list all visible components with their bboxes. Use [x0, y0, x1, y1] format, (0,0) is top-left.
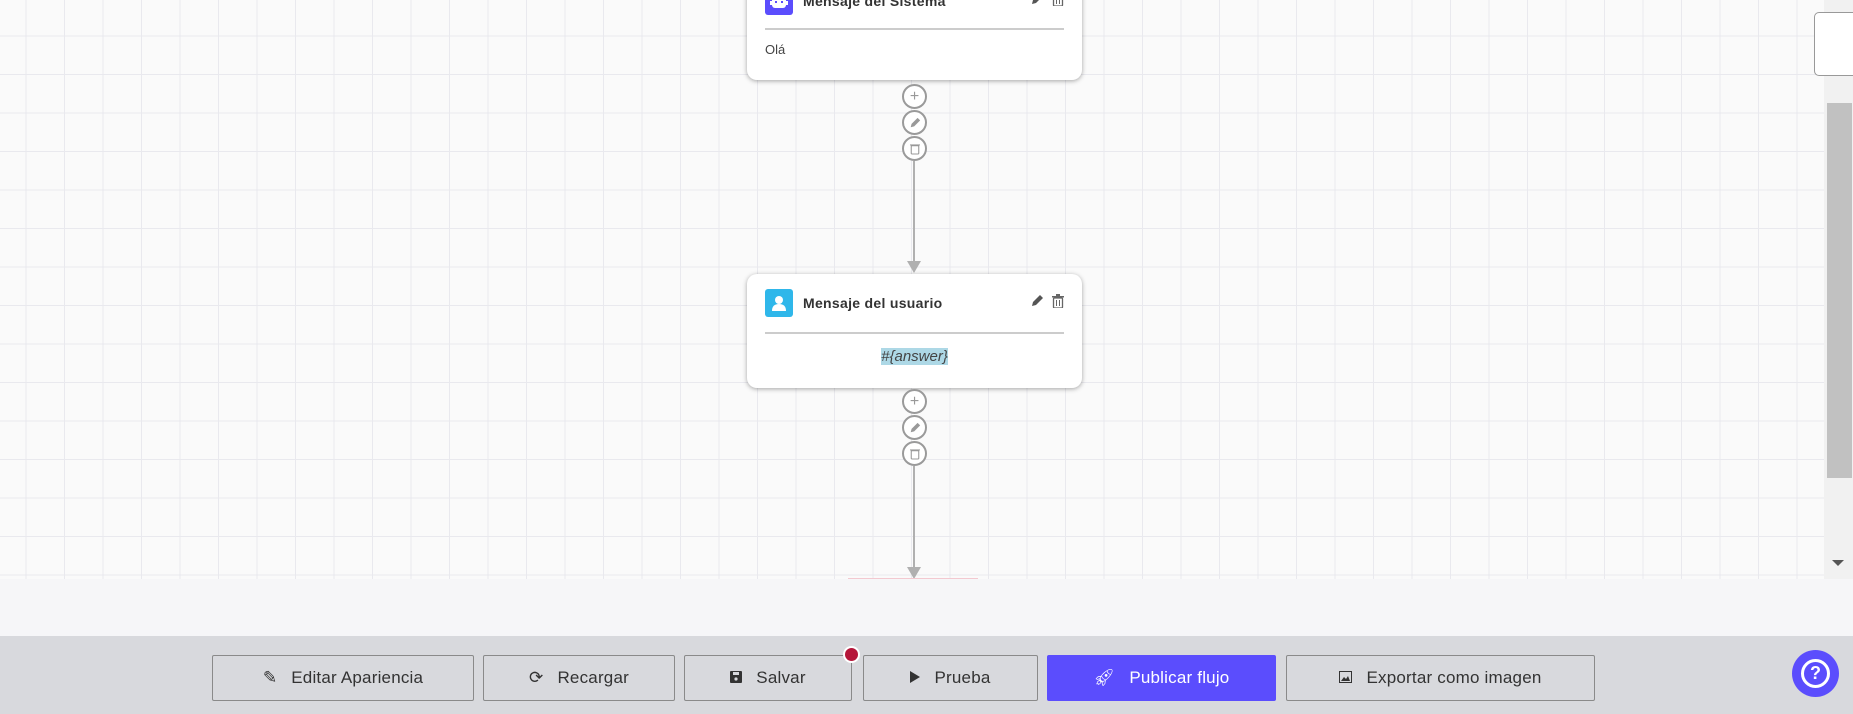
delete-connection-button[interactable] — [902, 136, 927, 161]
node-title: Mensaje del usuario — [803, 295, 943, 311]
help-button[interactable]: ? — [1792, 650, 1839, 697]
connector-line — [913, 161, 915, 262]
divider — [765, 332, 1064, 334]
edit-connection-button[interactable] — [902, 415, 927, 440]
edit-icon: ✎ — [262, 668, 278, 687]
unsaved-changes-badge — [843, 646, 860, 663]
robot-icon — [765, 0, 793, 15]
divider — [765, 28, 1064, 30]
delete-connection-button[interactable] — [902, 441, 927, 466]
question-circle-icon: ? — [1801, 659, 1830, 688]
reload-button[interactable]: ⟳ Recargar — [483, 655, 675, 701]
arrow-head — [907, 261, 921, 273]
button-label: Salvar — [756, 668, 806, 687]
edit-appearance-button[interactable]: ✎ Editar Apariencia — [212, 655, 474, 701]
save-button[interactable]: Salvar — [684, 655, 852, 701]
pencil-icon[interactable] — [1030, 294, 1044, 313]
rocket-icon: 🚀︎ — [1093, 668, 1116, 687]
floppy-icon — [730, 668, 743, 688]
node-body: Olá — [765, 42, 786, 57]
button-label: Publicar flujo — [1129, 668, 1230, 687]
scrollbar-thumb[interactable] — [1827, 103, 1852, 478]
export-image-button[interactable]: Exportar como imagen — [1286, 655, 1595, 701]
node-user-message[interactable]: Mensaje del usuario #{answer} — [747, 274, 1082, 388]
flow-canvas[interactable]: Mensaje del Sistema Olá + Mensaje del us… — [0, 0, 1824, 579]
variable-placeholder: #{answer} — [881, 348, 948, 365]
button-label: Exportar como imagen — [1366, 668, 1542, 687]
node-system-message[interactable]: Mensaje del Sistema Olá — [747, 0, 1082, 80]
connector-line — [913, 466, 915, 568]
add-node-button[interactable]: + — [902, 84, 927, 109]
node-title: Mensaje del Sistema — [803, 0, 946, 9]
arrow-head — [907, 567, 921, 579]
minimap-panel[interactable] — [1814, 12, 1853, 76]
user-icon — [765, 289, 793, 317]
scroll-down-arrow[interactable] — [1832, 560, 1844, 566]
trash-icon[interactable] — [1052, 293, 1064, 313]
button-label: Recargar — [557, 668, 629, 687]
pencil-icon[interactable] — [1030, 0, 1044, 11]
button-label: Editar Apariencia — [291, 668, 424, 687]
next-node-edge — [848, 578, 978, 579]
publish-flow-button[interactable]: 🚀︎ Publicar flujo — [1047, 655, 1276, 701]
edit-connection-button[interactable] — [902, 110, 927, 135]
image-icon — [1339, 668, 1353, 688]
refresh-icon: ⟳ — [529, 668, 544, 687]
add-node-button[interactable]: + — [902, 389, 927, 414]
button-label: Prueba — [934, 668, 991, 687]
trash-icon[interactable] — [1052, 0, 1064, 11]
play-icon — [910, 668, 921, 688]
vertical-scrollbar[interactable] — [1824, 0, 1853, 579]
test-button[interactable]: Prueba — [863, 655, 1038, 701]
bottom-toolbar: ✎ Editar Apariencia ⟳ Recargar Salvar Prue… — [0, 636, 1853, 714]
